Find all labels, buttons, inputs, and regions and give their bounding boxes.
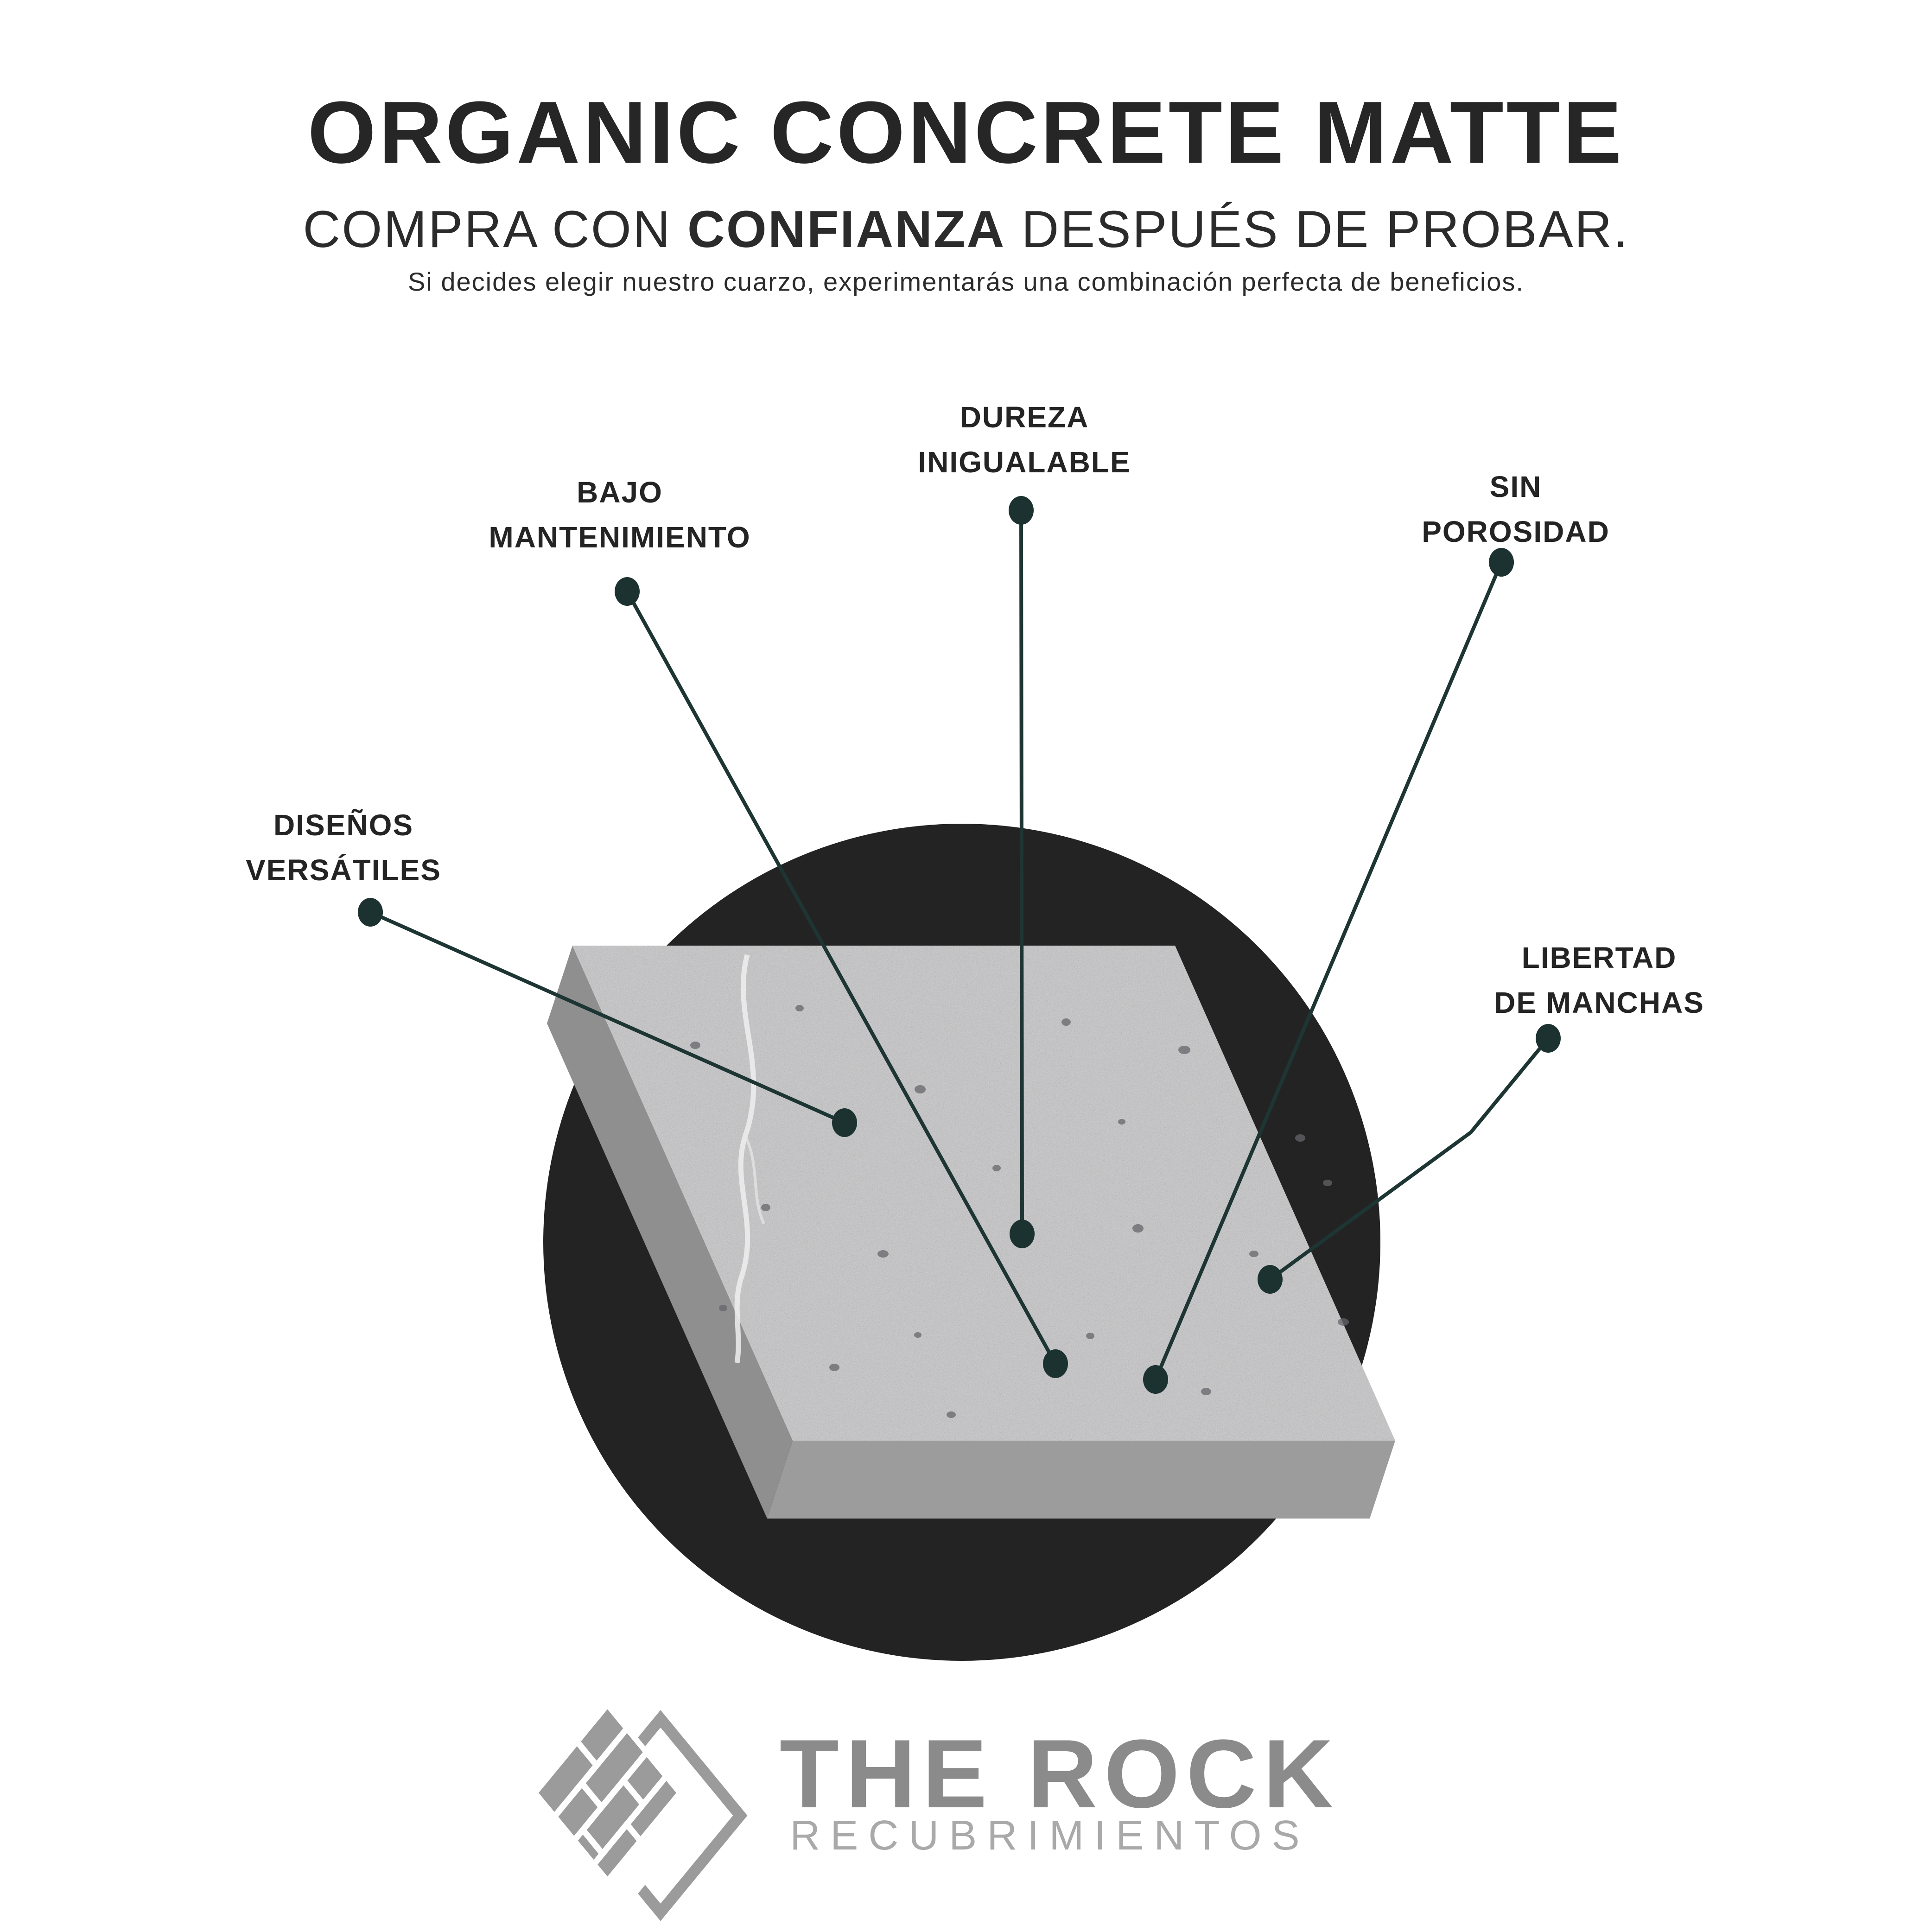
slab-top-texture — [572, 946, 1395, 1441]
slab-dot-bajo — [1043, 1349, 1068, 1378]
page-tagline: Si decides elegir nuestro cuarzo, experi… — [408, 267, 1524, 296]
benefit-label-bajo-mantenimiento: BAJO MANTENIMIENTO — [489, 470, 750, 560]
page-subtitle: COMPRA CON CONFIANZA DESPUÉS DE PROBAR. — [0, 197, 1932, 262]
leader-line-bajo — [625, 590, 1057, 1366]
benefit-label-line: SIN — [1489, 470, 1542, 503]
benefit-label-line: INIGUALABLE — [918, 445, 1131, 479]
leader-line-libertad — [1268, 1036, 1550, 1281]
leader-lines — [369, 508, 1550, 1381]
slab-pores — [690, 1005, 1349, 1418]
logo-icon — [538, 1709, 748, 1921]
logo-subname: RECUBRIMIENTOS — [790, 1812, 1310, 1859]
benefit-label-line: POROSIDAD — [1422, 515, 1610, 548]
benefit-label-line: DISEÑOS — [273, 808, 414, 842]
benefit-label-line: DE MANCHAS — [1494, 986, 1704, 1019]
subtitle-prefix: COMPRA CON — [303, 200, 687, 258]
leader-line-sin — [1154, 560, 1503, 1381]
logo-diamond-outline — [638, 1710, 748, 1921]
slab-dot-sin — [1143, 1365, 1168, 1394]
benefit-dot-libertad — [1536, 1024, 1561, 1053]
subtitle-suffix: DESPUÉS DE PROBAR. — [1005, 200, 1629, 258]
benefit-label-line: LIBERTAD — [1521, 941, 1677, 974]
concrete-slab — [547, 946, 1395, 1519]
benefit-label-line: MANTENIMIENTO — [489, 521, 751, 554]
subtitle-emphasis: CONFIANZA — [687, 200, 1006, 258]
benefit-label-dureza-inigualable: DUREZA INIGUALABLE — [918, 395, 1131, 485]
slab-dot-disenos — [832, 1108, 857, 1137]
marker-dots — [358, 496, 1561, 1394]
benefit-dot-sin — [1489, 548, 1514, 577]
benefit-label-libertad-de-manchas: LIBERTAD DE MANCHAS — [1494, 935, 1704, 1025]
benefit-label-line: DUREZA — [960, 400, 1089, 434]
benefit-label-line: VERSÁTILES — [246, 853, 441, 887]
slab-dot-dureza — [1010, 1220, 1035, 1248]
leader-line-dureza — [1019, 508, 1024, 1236]
slab-left-face — [547, 946, 793, 1519]
benefit-dot-dureza — [1009, 496, 1034, 525]
slab-crack-branch — [744, 1135, 765, 1225]
slab-crack — [734, 954, 756, 1363]
benefit-label-disenos-versatiles: DISEÑOS VERSÁTILES — [246, 803, 441, 893]
page-title: ORGANIC CONCRETE MATTE — [307, 83, 1625, 182]
slab-front-face — [767, 1441, 1395, 1519]
benefit-dot-disenos — [358, 898, 383, 927]
slab-dot-libertad — [1258, 1265, 1283, 1294]
leader-line-disenos — [369, 910, 846, 1125]
benefit-dot-bajo — [615, 577, 640, 606]
logo-bricks — [538, 1709, 676, 1877]
logo-name: THE ROCK — [779, 1719, 1340, 1828]
benefit-label-line: BAJO — [577, 476, 663, 509]
benefit-label-sin-porosidad: SIN POROSIDAD — [1422, 464, 1610, 554]
